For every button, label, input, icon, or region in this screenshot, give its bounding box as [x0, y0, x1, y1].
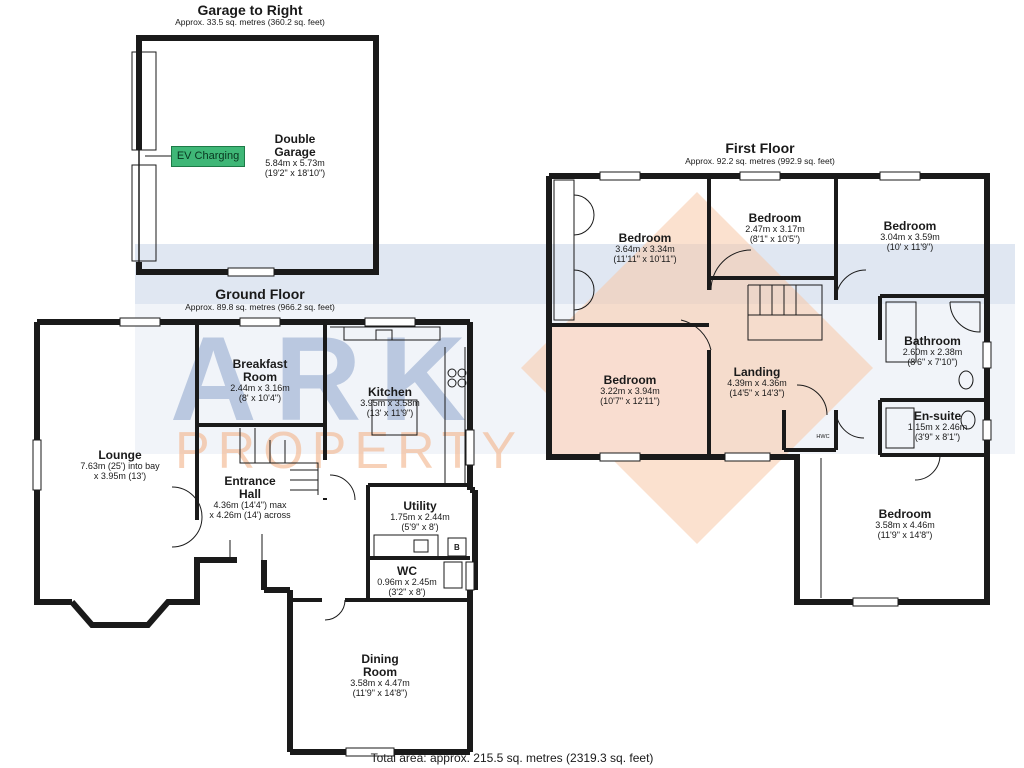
room-name: Kitchen	[367, 385, 412, 399]
room-dims: 3.64m x 3.34m (11'11" x 10'11")	[613, 244, 677, 265]
room-landing: Landing 4.39m x 4.36m (14'5" x 14'3")	[712, 365, 802, 399]
room-name: Double Garage	[274, 132, 316, 160]
room-dims: 3.58m x 4.46m (11'9" x 14'8")	[875, 520, 935, 541]
room-dims: 1.15m x 2.46m (3'9" x 8'1")	[907, 422, 968, 443]
room-utility: Utility 1.75m x 2.44m (5'9" x 8')	[375, 499, 465, 533]
room-name: En-suite	[913, 409, 962, 423]
first-floor-area: Approx. 92.2 sq. metres (992.9 sq. feet)	[685, 156, 835, 166]
room-dims: 3.22m x 3.94m (10'7" x 12'11")	[600, 386, 660, 407]
room-wc: WC 0.96m x 2.45m (3'2" x 8')	[372, 564, 442, 598]
room-bedroom-4: Bedroom 3.22m x 3.94m (10'7" x 12'11")	[570, 373, 690, 407]
highlight-room	[549, 325, 709, 455]
room-lounge: Lounge 7.63m (25') into bay x 3.95m (13'…	[55, 448, 185, 482]
room-name: Utility	[403, 499, 437, 513]
room-dims: 1.75m x 2.44m (5'9" x 8')	[390, 512, 450, 533]
room-name: WC	[397, 564, 417, 578]
room-dims: 2.44m x 3.16m (8' x 10'4")	[230, 383, 290, 404]
room-dims: 7.63m (25') into bay x 3.95m (13')	[80, 461, 160, 482]
room-en-suite: En-suite 1.15m x 2.46m (3'9" x 8'1")	[895, 409, 980, 443]
room-name: Bedroom	[878, 507, 932, 521]
room-dims: 4.36m (14'4") max x 4.26m (14') across	[209, 500, 291, 521]
ground-floor-title: Ground Floor	[215, 286, 305, 302]
room-dims: 0.96m x 2.45m (3'2" x 8')	[377, 577, 437, 598]
garage-title: Garage to Right	[197, 2, 303, 18]
garage-walls	[131, 35, 379, 277]
watermark-subtext: PROPERTY	[175, 422, 524, 480]
room-dims: 2.60m x 2.38m (8'6" x 7'10")	[902, 347, 963, 368]
room-dims: 3.04m x 3.59m (10' x 11'9")	[880, 232, 940, 253]
first-floor-walls	[546, 173, 990, 605]
room-double-garage: Double Garage 5.84m x 5.73m (19'2" x 18'…	[220, 132, 370, 179]
room-name: Bedroom	[883, 219, 937, 233]
boiler-mark: B	[454, 543, 460, 552]
room-breakfast-room: Breakfast Room 2.44m x 3.16m (8' x 10'4"…	[200, 357, 320, 404]
ground-floor-fixtures	[32, 317, 475, 757]
room-entrance-hall: Entrance Hall 4.36m (14'4") max x 4.26m …	[195, 474, 305, 521]
room-dining-room: Dining Room 3.58m x 4.47m (11'9" x 14'8"…	[320, 652, 440, 699]
room-bedroom-2: Bedroom 2.47m x 3.17m (8'1" x 10'5")	[720, 211, 830, 245]
first-floor-fixtures	[553, 171, 992, 607]
room-dims: 3.95m x 3.58m (13' x 11'9")	[360, 398, 420, 419]
room-bedroom-1: Bedroom 3.64m x 3.34m (11'11" x 10'11")	[585, 231, 705, 265]
room-name: Breakfast Room	[232, 357, 288, 385]
room-name: Landing	[733, 365, 781, 379]
room-bedroom-5: Bedroom 3.58m x 4.46m (11'9" x 14'8")	[845, 507, 965, 541]
room-kitchen: Kitchen 3.95m x 3.58m (13' x 11'9")	[340, 385, 440, 419]
garage-area: Approx. 33.5 sq. metres (360.2 sq. feet)	[175, 17, 325, 27]
ev-charging-label: EV Charging	[171, 146, 245, 167]
room-dims: 4.39m x 4.36m (14'5" x 14'3")	[727, 378, 787, 399]
room-dims: 3.58m x 4.47m (11'9" x 14'8")	[350, 678, 410, 699]
room-name: Entrance Hall	[224, 474, 276, 502]
room-name: Dining Room	[361, 652, 399, 680]
total-area: Total area: approx. 215.5 sq. metres (23…	[370, 751, 654, 765]
ground-floor-area: Approx. 89.8 sq. metres (966.2 sq. feet)	[185, 302, 335, 312]
room-name: Bedroom	[748, 211, 802, 225]
room-name: Bedroom	[603, 373, 657, 387]
hot-water-cylinder-mark: HWC	[816, 434, 830, 440]
first-floor-title: First Floor	[725, 140, 795, 156]
room-name: Bedroom	[618, 231, 672, 245]
room-bedroom-3: Bedroom 3.04m x 3.59m (10' x 11'9")	[855, 219, 965, 253]
room-dims: 2.47m x 3.17m (8'1" x 10'5")	[745, 224, 805, 245]
room-name: Lounge	[98, 448, 142, 462]
room-dims: 5.84m x 5.73m (19'2" x 18'10")	[264, 158, 326, 179]
room-bathroom: Bathroom 2.60m x 2.38m (8'6" x 7'10")	[890, 334, 975, 368]
room-name: Bathroom	[904, 334, 961, 348]
